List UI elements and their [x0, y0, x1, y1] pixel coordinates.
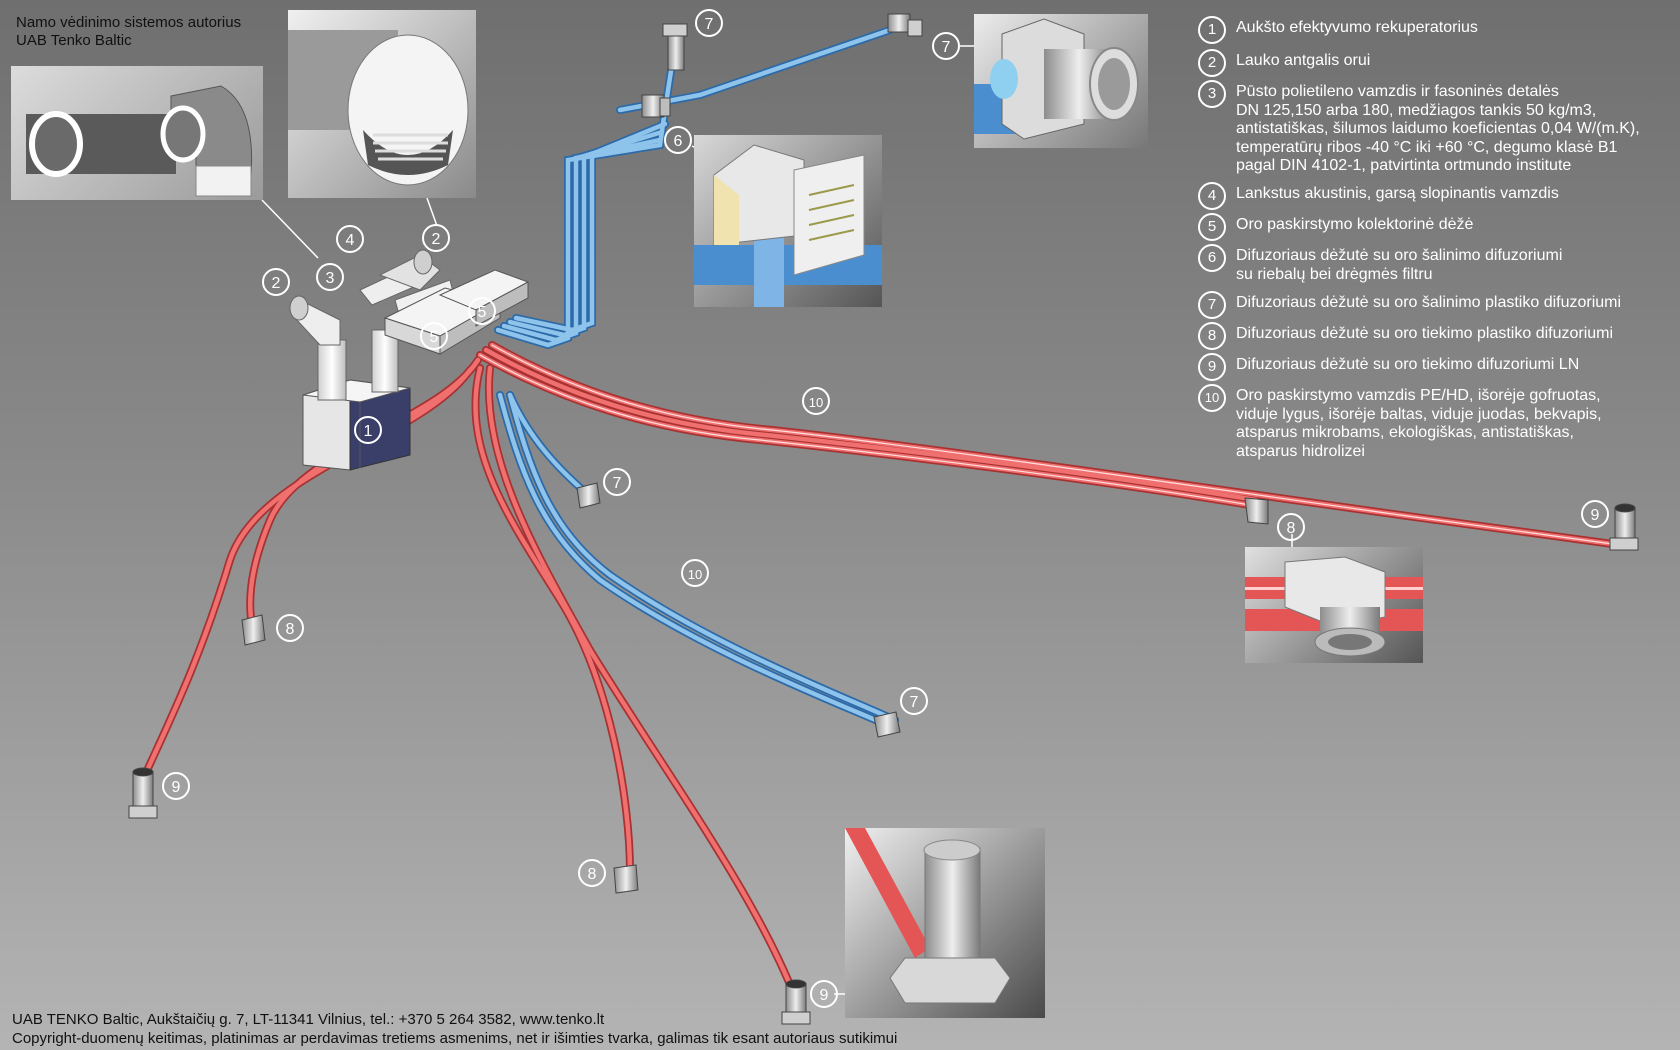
legend-text: Difuzoriaus dėžutė su oro tiekimo difuzo…: [1236, 356, 1580, 373]
marker-7a: 7: [695, 9, 723, 37]
svg-text:4: 4: [346, 232, 355, 249]
inset-elbow-pipe: [11, 66, 263, 200]
marker-9c: 9: [1581, 500, 1609, 528]
svg-text:3: 3: [326, 270, 335, 287]
legend-num: 8: [1198, 322, 1226, 350]
marker-7c: 7: [603, 468, 631, 496]
legend-text: Lankstus akustinis, garsą slopinantis va…: [1236, 185, 1559, 202]
legend-text: Difuzoriaus dėžutė su oro šalinimo difuz…: [1236, 247, 1563, 283]
diffuser-8c: [1244, 497, 1269, 525]
svg-text:8: 8: [1287, 520, 1296, 537]
legend: 1 Aukšto efektyvumo rekuperatorius 2 Lau…: [1196, 16, 1672, 464]
svg-text:7: 7: [942, 39, 951, 56]
legend-num: 1: [1198, 16, 1226, 44]
legend-item-5: 5 Oro paskirstymo kolektorinė dėžė: [1196, 213, 1672, 244]
legend-num: 3: [1198, 80, 1226, 108]
author-title-line1: Namo vėdinimo sistemos autorius: [16, 14, 242, 31]
legend-item-1: 1 Aukšto efektyvumo rekuperatorius: [1196, 16, 1672, 49]
legend-num: 9: [1198, 353, 1226, 381]
legend-text: Difuzoriaus dėžutė su oro tiekimo plasti…: [1236, 325, 1614, 342]
distribution-boxes: [383, 269, 530, 355]
diffuser-7b: [887, 13, 923, 37]
legend-num: 10: [1198, 384, 1226, 412]
marker-10b: 10: [681, 559, 709, 587]
svg-text:9: 9: [1591, 507, 1600, 524]
legend-item-10: 10 Oro paskirstymo vamzdis PE/HD, išorėj…: [1196, 384, 1672, 464]
inset-diffuser-box-7: [974, 14, 1148, 148]
legend-item-9: 9 Difuzoriaus dėžutė su oro tiekimo difu…: [1196, 353, 1672, 384]
inset-diffuser-ln: [845, 828, 1045, 1018]
author-title: Namo vėdinimo sistemos autorius UAB Tenk…: [16, 14, 241, 50]
legend-text: Aukšto efektyvumo rekuperatorius: [1236, 19, 1478, 36]
svg-text:9: 9: [820, 987, 829, 1004]
author-title-line2: UAB Tenko Baltic: [16, 32, 132, 49]
copyright-notice: Copyright-duomenų keitimas, platinimas a…: [12, 1030, 898, 1047]
diffuser-9b: [781, 979, 811, 1025]
footer: UAB TENKO Baltic, Aukštaičių g. 7, LT-11…: [12, 1010, 897, 1048]
svg-text:10: 10: [688, 567, 702, 582]
legend-num: 2: [1198, 49, 1226, 77]
diffuser-6: [641, 94, 671, 118]
legend-num: 7: [1198, 291, 1226, 319]
legend-num: 5: [1198, 213, 1226, 241]
legend-text: Oro paskirstymo kolektorinė dėžė: [1236, 216, 1474, 233]
svg-text:7: 7: [705, 16, 714, 33]
marker-10a: 10: [802, 387, 830, 415]
svg-text:6: 6: [674, 133, 683, 150]
marker-4: 4: [336, 225, 364, 253]
marker-5a: 5: [420, 322, 448, 350]
marker-7d: 7: [900, 687, 928, 715]
marker-2b: 2: [422, 224, 450, 252]
legend-item-6: 6 Difuzoriaus dėžutė su oro šalinimo dif…: [1196, 244, 1672, 291]
diffuser-7d: [873, 711, 901, 738]
legend-text: Difuzoriaus dėžutė su oro šalinimo plast…: [1236, 294, 1622, 311]
marker-8b: 8: [578, 859, 606, 887]
marker-6: 6: [664, 126, 692, 154]
legend-num: 4: [1198, 182, 1226, 210]
legend-item-7: 7 Difuzoriaus dėžutė su oro šalinimo pla…: [1196, 291, 1672, 322]
marker-2a: 2: [262, 268, 290, 296]
svg-text:9: 9: [172, 779, 181, 796]
svg-text:8: 8: [588, 866, 597, 883]
legend-num: 6: [1198, 244, 1226, 272]
svg-text:2: 2: [272, 275, 281, 292]
legend-item-4: 4 Lankstus akustinis, garsą slopinantis …: [1196, 182, 1672, 213]
diffuser-8b: [613, 864, 639, 894]
company-contact: UAB TENKO Baltic, Aukštaičių g. 7, LT-11…: [12, 1011, 605, 1028]
svg-text:5: 5: [430, 329, 439, 346]
marker-3: 3: [316, 263, 344, 291]
marker-5b: 5: [468, 297, 496, 325]
diffuser-9c: [1609, 503, 1639, 551]
marker-9a: 9: [162, 772, 190, 800]
diffuser-7c: [576, 482, 601, 509]
svg-text:8: 8: [286, 621, 295, 638]
legend-item-3: 3 Pūsto polietileno vamzdis ir fasoninės…: [1196, 80, 1672, 182]
marker-9b: 9: [810, 980, 838, 1008]
svg-text:2: 2: [432, 231, 441, 248]
marker-8c: 8: [1277, 513, 1305, 541]
marker-8a: 8: [276, 614, 304, 642]
legend-text: Lauko antgalis orui: [1236, 52, 1371, 69]
legend-text: Pūsto polietileno vamzdis ir fasoninės d…: [1236, 83, 1640, 174]
svg-text:5: 5: [478, 304, 487, 321]
diffuser-7a: [662, 23, 688, 71]
marker-7b: 7: [932, 32, 960, 60]
inset-outdoor-terminal: [288, 10, 476, 198]
diffuser-9a: [128, 767, 158, 819]
legend-item-8: 8 Difuzoriaus dėžutė su oro tiekimo plas…: [1196, 322, 1672, 353]
diffuser-8a: [241, 614, 266, 646]
svg-text:7: 7: [613, 475, 622, 492]
inset-diffuser-box-8: [1245, 547, 1423, 663]
svg-text:7: 7: [910, 694, 919, 711]
svg-text:10: 10: [809, 395, 823, 410]
legend-item-2: 2 Lauko antgalis orui: [1196, 49, 1672, 80]
inset-diffuser-box-6: [694, 135, 882, 307]
svg-text:1: 1: [364, 423, 373, 440]
marker-1: 1: [354, 416, 382, 444]
legend-text: Oro paskirstymo vamzdis PE/HD, išorėje g…: [1236, 387, 1602, 460]
diffuser-terminals: [128, 13, 1639, 1025]
